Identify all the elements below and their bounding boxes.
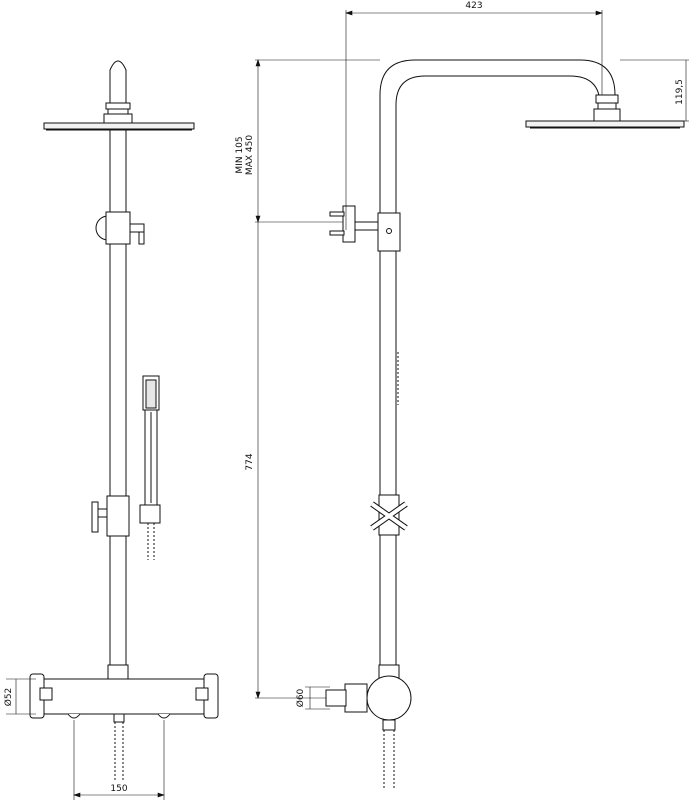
dim-mixer-height-label: Ø52: [3, 688, 14, 707]
front-wall-bracket-arm: [129, 223, 145, 233]
front-shower-head: [43, 122, 195, 130]
dim-mixer-centers-label: 150: [110, 784, 127, 794]
side-view: [325, 59, 685, 790]
dim-head-width-label: 423: [465, 1, 482, 11]
side-riser-arm-outer: [379, 59, 616, 665]
side-shower-head: [525, 120, 685, 128]
front-hose-upper: [147, 523, 155, 560]
side-bracket-screw: [386, 228, 392, 234]
side-bracket-fixing-2: [329, 230, 345, 236]
front-head-coupling-2: [107, 108, 129, 115]
front-riser-bottom-collar: [107, 664, 129, 680]
dim-wall-outlet-label: Ø60: [295, 688, 306, 707]
front-slider-collar: [106, 495, 130, 537]
side-bracket-fixing-1: [329, 211, 345, 217]
front-head-coupling: [105, 102, 131, 110]
front-mixer-left-knob: [39, 687, 53, 701]
side-riser-arm-inner: [395, 75, 601, 665]
side-mixer-outlet: [382, 719, 396, 731]
front-hand-shower-holder: [139, 504, 161, 524]
side-lower-hose: [383, 730, 395, 790]
side-mixer-body: [366, 675, 412, 721]
front-head-coupling-3: [103, 113, 133, 124]
front-lower-hose: [114, 722, 124, 780]
front-mixer-left-eccentric: [67, 713, 81, 719]
front-diverter-knob: [91, 501, 99, 533]
front-riser-top-cap: [109, 60, 127, 105]
front-hand-shower-spray-face: [145, 379, 157, 409]
side-mixer-eccentric: [325, 689, 347, 707]
front-lower-outlet: [113, 713, 125, 723]
side-bracket-wallplate: [342, 205, 356, 243]
dim-arm-max-label: MAX 450: [245, 135, 255, 175]
dim-riser-length-label: 774: [245, 453, 255, 470]
side-head-coupling-2: [597, 102, 617, 110]
dim-arm-min-label: MIN 105: [235, 136, 245, 173]
side-head-coupling-3: [593, 108, 621, 122]
front-mixer-right-knob: [195, 687, 209, 701]
side-diverter-cross-inner: [370, 502, 408, 530]
dimension-lines: [6, 10, 689, 800]
front-wall-bracket-screw: [138, 231, 145, 245]
side-bracket-arm: [353, 221, 379, 231]
front-mixer-body: [35, 678, 213, 715]
front-view: [29, 60, 219, 780]
side-head-coupling: [595, 94, 619, 104]
front-mixer-right-eccentric: [157, 713, 171, 719]
dim-head-drop-label: 119,5: [675, 79, 685, 105]
side-mixer-wall-nut: [344, 683, 368, 713]
side-bracket-collar: [377, 212, 401, 252]
front-wall-bracket-collar: [105, 211, 131, 245]
